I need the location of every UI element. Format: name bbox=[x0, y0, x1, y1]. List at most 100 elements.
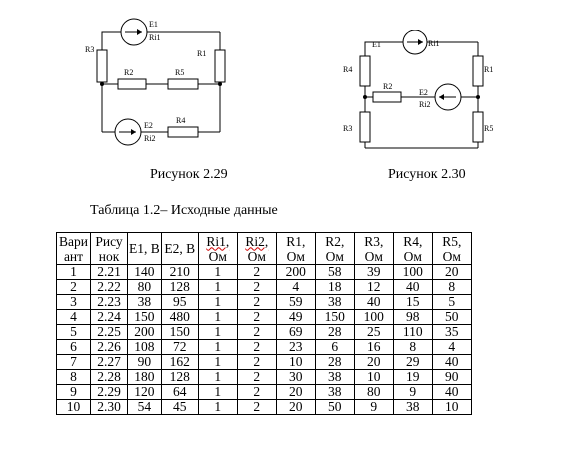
table-header-cell: R5,Ом bbox=[431, 232, 472, 265]
header-line2: нок bbox=[98, 248, 120, 264]
header-line1: R2, bbox=[325, 233, 345, 249]
table-cell: 2.30 bbox=[90, 399, 128, 415]
table-cell: 64 bbox=[160, 384, 199, 400]
table-cell: 40 bbox=[353, 294, 394, 310]
label-ri1: Ri1 bbox=[149, 33, 161, 42]
table-cell: 59 bbox=[275, 294, 316, 310]
table-cell: 1 bbox=[56, 264, 91, 280]
label-ri1: Ri1 bbox=[428, 39, 440, 48]
table-cell: 128 bbox=[160, 369, 199, 385]
table-cell: 128 bbox=[160, 279, 199, 295]
table-cell: 8 bbox=[56, 369, 91, 385]
table-cell: 80 bbox=[353, 384, 394, 400]
source-e2 bbox=[114, 118, 142, 146]
table-cell: 90 bbox=[431, 369, 472, 385]
header-line2: Ом bbox=[403, 248, 422, 264]
table-cell: 40 bbox=[431, 384, 472, 400]
table-cell: 5 bbox=[431, 294, 472, 310]
table-cell: 20 bbox=[275, 399, 316, 415]
table-cell: 2 bbox=[236, 354, 277, 370]
table-cell: 39 bbox=[353, 264, 394, 280]
table-cell: 1 bbox=[197, 384, 238, 400]
figure-caption-2-29: Рисунок 2.29 bbox=[150, 167, 228, 182]
table-cell: 5 bbox=[56, 324, 91, 340]
table-cell: 38 bbox=[314, 294, 355, 310]
table-cell: 50 bbox=[314, 399, 355, 415]
table-cell: 2 bbox=[236, 279, 277, 295]
table-cell: 16 bbox=[353, 339, 394, 355]
table-cell: 4 bbox=[275, 279, 316, 295]
header-line1: E2, В bbox=[164, 241, 196, 256]
label-r1: R1 bbox=[484, 65, 493, 74]
table-cell: 4 bbox=[431, 339, 472, 355]
table-cell: 2.22 bbox=[90, 279, 128, 295]
table-cell: 162 bbox=[160, 354, 199, 370]
header-line1: Ri1, bbox=[206, 233, 230, 249]
table-cell: 2.29 bbox=[90, 384, 128, 400]
header-line1: R5, bbox=[442, 233, 462, 249]
label-e1: E1 bbox=[149, 20, 158, 29]
table-cell: 28 bbox=[314, 354, 355, 370]
figure-caption-2-30: Рисунок 2.30 bbox=[388, 167, 466, 182]
table-cell: 2 bbox=[56, 279, 91, 295]
table-cell: 150 bbox=[127, 309, 162, 325]
header-line1: R3, bbox=[364, 233, 384, 249]
table-cell: 72 bbox=[160, 339, 199, 355]
table-cell: 7 bbox=[56, 354, 91, 370]
table-cell: 20 bbox=[353, 354, 394, 370]
table-cell: 3 bbox=[56, 294, 91, 310]
label-ri2: Ri2 bbox=[419, 100, 431, 109]
header-line2: Ом bbox=[208, 248, 227, 264]
header-line2: Ом bbox=[286, 248, 305, 264]
label-r5: R5 bbox=[484, 124, 493, 133]
resistor-r4 bbox=[359, 55, 371, 87]
table-header-cell: R3,Ом bbox=[353, 232, 394, 265]
table-cell: 180 bbox=[127, 369, 162, 385]
table-cell: 23 bbox=[275, 339, 316, 355]
header-line1: Вари bbox=[59, 233, 88, 249]
table-cell: 210 bbox=[160, 264, 199, 280]
table-header-cell: E2, В bbox=[160, 232, 199, 265]
table-cell: 2 bbox=[236, 369, 277, 385]
label-r3: R3 bbox=[85, 45, 94, 54]
header-line2: Ом bbox=[247, 248, 266, 264]
table-cell: 38 bbox=[127, 294, 162, 310]
table-cell: 140 bbox=[127, 264, 162, 280]
label-r1: R1 bbox=[197, 49, 206, 58]
table-cell: 10 bbox=[353, 369, 394, 385]
table-cell: 80 bbox=[127, 279, 162, 295]
table-cell: 20 bbox=[275, 384, 316, 400]
resistor-r2 bbox=[372, 91, 402, 103]
table-header-cell: Ri1,Ом bbox=[197, 232, 238, 265]
header-line1: R4, bbox=[403, 233, 423, 249]
table-header-cell: R2,Ом bbox=[314, 232, 355, 265]
header-line2: ант bbox=[63, 248, 84, 264]
table-header-cell: R1,Ом bbox=[275, 232, 316, 265]
circuit-diagram-2-30: E1 Ri1 R4 R1 R2 E2 Ri2 R3 R5 bbox=[343, 30, 493, 149]
table-cell: 6 bbox=[314, 339, 355, 355]
table-header-cell: R4,Ом bbox=[392, 232, 433, 265]
header-line1: R1, bbox=[286, 233, 306, 249]
table-cell: 2 bbox=[236, 339, 277, 355]
table-cell: 2.21 bbox=[90, 264, 128, 280]
table-cell: 90 bbox=[127, 354, 162, 370]
table-cell: 2 bbox=[236, 399, 277, 415]
table-cell: 150 bbox=[160, 324, 199, 340]
table-cell: 40 bbox=[392, 279, 433, 295]
table-cell: 8 bbox=[392, 339, 433, 355]
label-r4: R4 bbox=[176, 116, 185, 125]
table-cell: 1 bbox=[197, 279, 238, 295]
table-header-cell: Ri2,Ом bbox=[236, 232, 277, 265]
table-cell: 2.25 bbox=[90, 324, 128, 340]
label-e1: E1 bbox=[372, 40, 381, 49]
resistor-r1 bbox=[214, 49, 226, 83]
label-r4: R4 bbox=[343, 65, 352, 74]
table-cell: 1 bbox=[197, 309, 238, 325]
header-line2: Ом bbox=[442, 248, 461, 264]
resistor-r3 bbox=[359, 111, 371, 143]
table-cell: 110 bbox=[392, 324, 433, 340]
